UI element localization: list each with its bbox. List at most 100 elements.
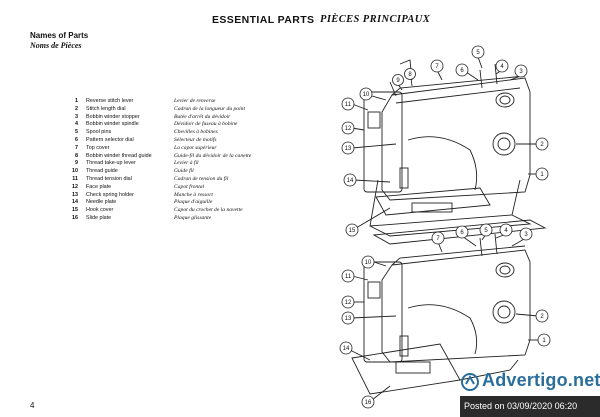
parts-list-item: 14 Needle plate Plaque d'aiguille [58,199,251,207]
page-title-fr: PIÈCES PRINCIPAUX [320,14,431,25]
part-name-en: Thread guide [86,168,118,175]
part-number: 11 [72,175,78,182]
part-number: 1 [75,98,78,104]
sewing-machine-diagram: 10 9 8 7 6 5 4 3 11 12 13 2 14 1 15 7 6 … [339,45,551,409]
callout-label: 11 [345,274,352,280]
parts-list-item: 13 Check spring holder Manche à ressort [58,192,251,200]
part-name-en: Check spring holder [86,191,134,198]
page-number: 4 [30,401,35,410]
part-number: 2 [75,105,78,112]
parts-list-item: 3 Bobbin winder stopper Butée d'arrêt du d… [58,114,251,122]
parts-list-item: 16 Slide plate Plaque glissante [58,215,251,223]
machine-bottom-illustration [351,219,547,395]
part-name-en: Bobbin winder spindle [86,121,139,128]
callout-label: 5 [476,50,480,56]
parts-list-item: 10 Thread guide Guide fil [58,168,251,176]
part-name-fr: Sélecteur de motifs [174,136,217,143]
part-number: 5 [75,129,78,136]
callout-label: 5 [484,228,488,234]
part-name-en: Pattern selector dial [86,136,134,143]
callout-label: 14 [343,346,350,352]
callout-label: 9 [396,78,400,84]
part-name-en: Slide plate [86,214,112,221]
part-name-en: Face plate [86,183,112,190]
watermark-posted-date: Posted on 03/09/2020 06:20 [460,396,600,417]
callout-label: 7 [435,64,439,70]
callout-label: 12 [345,126,352,132]
part-name-fr: Guide-fil du dévidoir de la canette [174,152,252,159]
part-name-fr: Dévidoir de fuseau à bobine [174,121,238,128]
callout-label: 10 [363,92,370,98]
callout-label: 13 [345,146,352,152]
part-number: 4 [75,121,78,128]
callout-label: 13 [345,316,352,322]
callout-label: 2 [540,142,544,148]
callout-label: 16 [365,400,372,406]
machine-top-illustration [363,59,532,237]
callout-label: 8 [408,72,412,78]
part-name-en: Top cover [86,144,110,151]
part-name-fr: Capot du crochet de la navette [174,207,243,214]
callout-label: 4 [504,228,508,234]
callout-label: 7 [436,236,440,242]
parts-list-item: 1 Reverse stitch lever Levier de renverse [58,98,251,106]
part-number: 7 [75,144,78,151]
part-name-en: Thread tension dial [86,175,132,182]
callout-label: 4 [500,64,504,70]
part-number: 13 [72,191,78,198]
part-name-en: Bobbin winder thread guide [86,152,152,159]
part-name-en: Hook cover [86,207,114,214]
part-number: 8 [75,152,78,159]
callout-label: 3 [519,69,523,75]
callout-label: 6 [460,68,464,74]
part-name-en: Stitch length dial [86,105,126,112]
part-number: 6 [75,136,78,143]
part-name-en: Bobbin winder stopper [86,113,140,120]
section-title-fr: Noms de Pièces [30,41,82,50]
part-name-fr: Butée d'arrêt du dévidoir [174,113,231,120]
parts-list-item: 11 Thread tension dial Cadran de tension d… [58,176,251,184]
part-name-fr: La capot supérieur [174,144,217,151]
part-number: 16 [72,214,78,221]
part-number: 3 [75,113,78,120]
callout-label: 14 [347,178,354,184]
callout-label: 1 [540,172,544,178]
callout-label: 11 [345,102,352,108]
part-name-fr: Plaque glissante [174,214,212,221]
part-number: 9 [75,160,78,167]
part-name-fr: Levier à fil [174,160,199,167]
section-title-en: Names of Parts [30,31,89,40]
part-number: 10 [72,168,78,175]
callout-label: 2 [540,314,544,320]
parts-list-item: 4 Bobbin winder spindle Dévidoir de fuseau… [58,121,251,129]
callout-label: 6 [460,230,464,236]
part-number: 12 [72,183,78,190]
part-name-fr: Cadran de tension du fil [174,175,229,182]
page-title-en: ESSENTIAL PARTS [212,14,315,26]
part-name-fr: Capot frontal [174,183,205,190]
parts-list-item: 9 Thread take-up lever Levier à fil [58,160,251,168]
part-number: 14 [72,199,78,206]
parts-list-item: 12 Face plate Capot frontal [58,184,251,192]
part-name-en: Thread take-up lever [86,160,136,167]
parts-list-item: 15 Hook cover Capot du crochet de la navet… [58,207,251,215]
parts-list-item: 6 Pattern selector dial Sélecteur de motif… [58,137,251,145]
part-name-fr: Guide fil [174,168,194,175]
callout-label: 10 [365,260,372,266]
callout-label: 1 [542,338,546,344]
callout-label: 12 [345,300,352,306]
part-name-fr: Levier de renverse [174,98,216,104]
advertigo-logo-icon [461,373,479,391]
part-name-fr: Plaque d'aiguille [174,199,213,206]
part-name-en: Reverse stitch lever [86,98,134,104]
part-name-en: Needle plate [86,199,117,206]
advertigo-watermark: Advertigo.net Posted on 03/09/2020 06:20 [460,368,600,417]
part-name-fr: Manche à ressort [174,191,213,198]
part-number: 15 [72,207,78,214]
watermark-brand: Advertigo.net [482,370,600,390]
part-name-fr: Chevilles à bobines [174,129,218,136]
parts-list-item: 7 Top cover La capot supérieur [58,145,251,153]
